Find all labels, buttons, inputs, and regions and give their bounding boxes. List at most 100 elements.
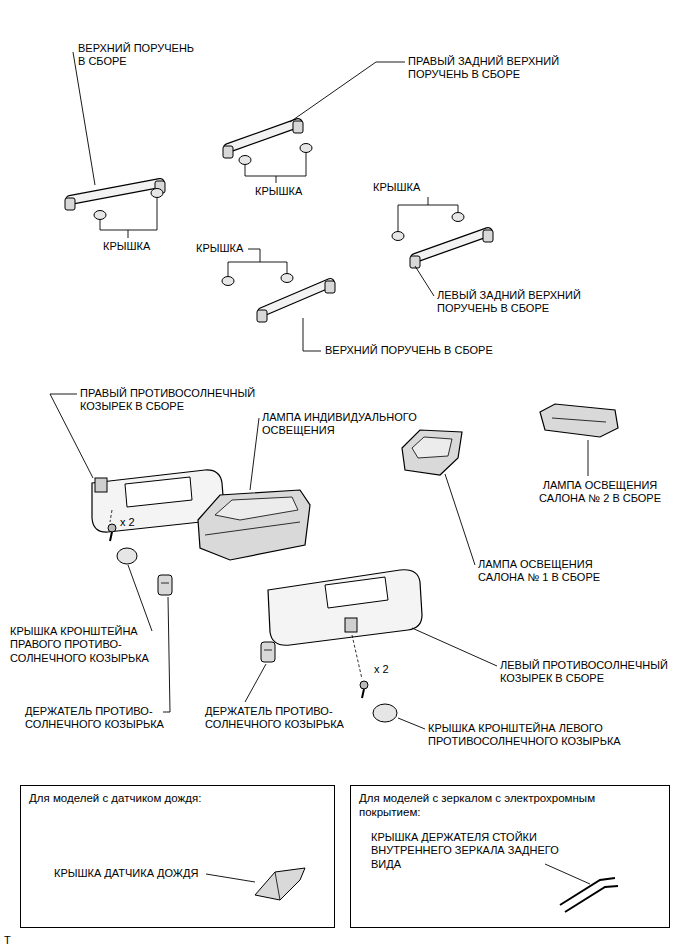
leader-line bbox=[428, 197, 429, 205]
handle-cover bbox=[222, 277, 234, 286]
handle-mount bbox=[483, 230, 493, 242]
mirror-stay-cover bbox=[565, 886, 618, 912]
leader-line bbox=[398, 205, 458, 231]
grab-handle-body bbox=[70, 183, 160, 200]
leader-line bbox=[290, 62, 405, 122]
leader-line bbox=[100, 198, 157, 230]
bracket-cover bbox=[373, 704, 397, 722]
leader-line bbox=[588, 440, 589, 476]
grab-handle-body bbox=[262, 283, 330, 312]
part-label: x 2 bbox=[120, 516, 135, 529]
leader-line bbox=[228, 262, 287, 276]
part-label: КРЫШКА bbox=[373, 181, 420, 194]
handle-cover bbox=[239, 156, 251, 165]
assembly-line bbox=[110, 510, 112, 522]
part-label: ВЕРХНИЙ ПОРУЧЕНЬ В СБОРЕ bbox=[78, 42, 204, 69]
part-label: ДЕРЖАТЕЛЬ ПРОТИВО- СОЛНЕЧНОГО КОЗЫРЬКА bbox=[25, 705, 175, 732]
part-label: ДЕРЖАТЕЛЬ ПРОТИВО- СОЛНЕЧНОГО КОЗЫРЬКА bbox=[205, 705, 355, 732]
handle-mount bbox=[65, 198, 75, 210]
handle-mount bbox=[223, 146, 233, 158]
lamp-detail bbox=[205, 522, 300, 535]
part-label: КРЫШКА КРОНШТЕЙНА ПРАВОГО ПРОТИВО- СОЛНЕ… bbox=[10, 625, 182, 665]
part-label: ПРАВЫЙ ПРОТИВОСОЛНЕЧНЫЙ КОЗЫРЕК В СБОРЕ bbox=[80, 387, 272, 414]
handle-cover bbox=[281, 274, 293, 283]
leader-line bbox=[128, 230, 129, 238]
part-label: ЛАМПА ОСВЕЩЕНИЯ САЛОНА № 1 В СБОРЕ bbox=[478, 558, 610, 585]
leader-line bbox=[303, 318, 321, 351]
visor-mirror bbox=[325, 577, 388, 608]
grab-handle-outline bbox=[262, 283, 330, 312]
grab-handle-body bbox=[415, 232, 488, 258]
panel-heading: Для моделей с зеркалом с электрохромным … bbox=[359, 791, 644, 819]
leader-line bbox=[163, 597, 170, 712]
part-label: ЛАМПА ОСВЕЩЕНИЯ САЛОНА № 2 В СБОРЕ bbox=[535, 479, 665, 506]
grab-handle-body bbox=[228, 123, 298, 148]
handle-cover bbox=[392, 232, 404, 241]
leader-line bbox=[245, 153, 306, 176]
leader-line bbox=[206, 874, 255, 882]
part-label: КРЫШКА ДЕРЖАТЕЛЯ СТОЙКИ ВНУТРЕННЕГО ЗЕРК… bbox=[371, 831, 576, 871]
variant-panel: Для моделей с зеркалом с электрохромным … bbox=[350, 785, 670, 928]
leader-line bbox=[245, 664, 266, 702]
screw-shank bbox=[110, 532, 112, 541]
part-label: КРЫШКА bbox=[196, 242, 243, 255]
leader-line bbox=[250, 418, 259, 490]
screw-shank bbox=[362, 689, 364, 698]
sun-visor-left bbox=[268, 570, 422, 645]
part-label: ПРАВЫЙ ЗАДНИЙ ВЕРХНИЙ ПОРУЧЕНЬ В СБОРЕ bbox=[408, 55, 570, 82]
holder-detail bbox=[161, 583, 169, 584]
handle-cover bbox=[300, 144, 312, 153]
part-label: ВЕРХНИЙ ПОРУЧЕНЬ В СБОРЕ bbox=[325, 344, 493, 357]
handle-mount bbox=[293, 121, 303, 133]
part-label: ЛЕВЫЙ ЗАДНИЙ ВЕРХНИЙ ПОРУЧЕНЬ В СБОРЕ bbox=[437, 289, 593, 316]
handle-mount bbox=[257, 310, 267, 322]
handle-cover bbox=[94, 211, 106, 220]
leader-line bbox=[276, 176, 277, 183]
leader-line bbox=[128, 565, 152, 631]
part-label: КРЫШКА ДАТЧИКА ДОЖДЯ bbox=[54, 867, 198, 880]
grab-handle-outline bbox=[228, 123, 298, 148]
personal-lamp bbox=[198, 490, 310, 560]
handle-cover bbox=[452, 213, 464, 222]
screw-head bbox=[360, 681, 368, 689]
part-label: ЛАМПА ИНДИВИДУАЛЬНОГО ОСВЕЩЕНИЯ bbox=[262, 411, 448, 438]
handle-cover bbox=[151, 189, 163, 198]
leader-line bbox=[73, 52, 95, 185]
part-label: КРЫШКА bbox=[255, 185, 302, 198]
variant-panel: Для моделей с датчиком дождя: КРЫШКА ДАТЧ… bbox=[20, 785, 335, 928]
visor-holder bbox=[158, 575, 172, 595]
visor-mirror bbox=[125, 477, 192, 507]
leader-line bbox=[445, 474, 475, 565]
part-label: x 2 bbox=[374, 663, 389, 676]
lamp-detail bbox=[552, 418, 606, 422]
leader-line bbox=[398, 718, 425, 729]
leader-line bbox=[545, 864, 590, 884]
panel-heading: Для моделей с датчиком дождя: bbox=[29, 791, 201, 805]
room-lamp-1 bbox=[402, 430, 462, 475]
leader-line bbox=[415, 266, 434, 296]
part-label: T bbox=[4, 934, 11, 947]
room-lamp-2 bbox=[540, 404, 618, 437]
part-label: КРЫШКА bbox=[103, 240, 150, 253]
grab-handle-outline bbox=[70, 183, 160, 200]
rain-sensor-cover bbox=[255, 868, 305, 900]
part-label: КРЫШКА КРОНШТЕЙНА ЛЕВОГО ПРОТИВОСОЛНЕЧНО… bbox=[428, 722, 643, 749]
assembly-line bbox=[352, 635, 362, 679]
lamp-lens bbox=[412, 437, 452, 458]
visor-hinge bbox=[345, 618, 357, 632]
part-label: ЛЕВЫЙ ПРОТИВОСОЛНЕЧНЫЙ КОЗЫРЕК В СБОРЕ bbox=[500, 659, 676, 686]
visor-hinge bbox=[95, 478, 107, 492]
bracket-cover bbox=[117, 548, 137, 564]
lamp-lens bbox=[215, 497, 298, 520]
leader-line bbox=[412, 628, 497, 666]
leader-line bbox=[248, 249, 260, 262]
grab-handle-outline bbox=[415, 232, 488, 258]
cover-detail bbox=[275, 872, 280, 900]
screw-head bbox=[108, 524, 116, 532]
handle-mount bbox=[325, 281, 335, 293]
visor-holder bbox=[261, 642, 275, 662]
holder-detail bbox=[264, 650, 272, 651]
mirror-stay-cover bbox=[560, 878, 615, 905]
